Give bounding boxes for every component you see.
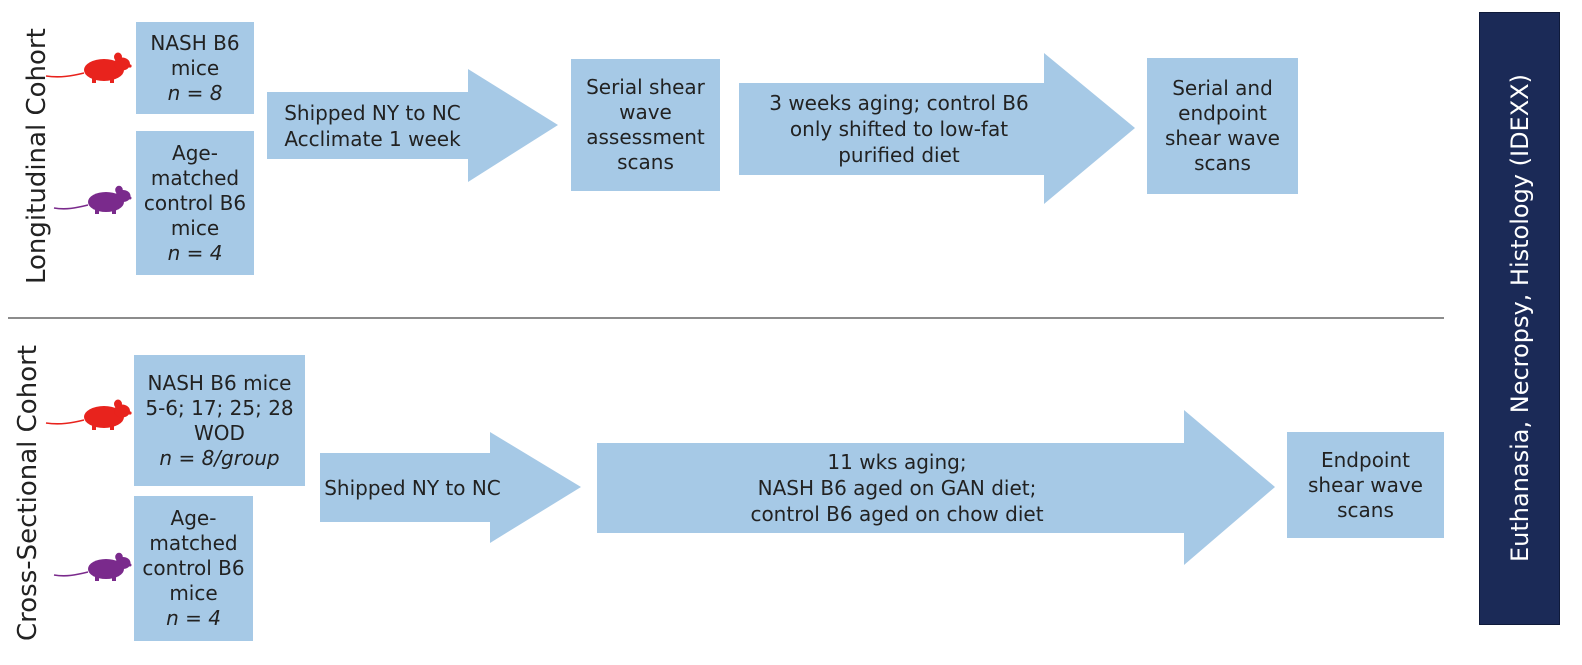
cross-end-line3: scans <box>1337 497 1394 522</box>
nash-mouse-icon <box>42 50 132 84</box>
euthanasia-panel-label: Euthanasia, Necropsy, Histology (IDEXX) <box>1506 74 1534 562</box>
scan-box-line3: assessment <box>586 125 705 149</box>
aging-arrow-line3: purified diet <box>838 143 960 167</box>
cross-nash-box: NASH B6 mice 5-6; 17; 25; 28 WOD n = 8/g… <box>134 355 305 486</box>
cross-control-line4: mice <box>169 581 218 605</box>
ship-arrow-line2: Acclimate 1 week <box>284 126 461 151</box>
end-box-line3: shear wave <box>1165 126 1280 150</box>
cross-aging-line1: 11 wks aging; <box>827 450 967 474</box>
scan-box-line2: wave <box>619 100 672 124</box>
ship-arrow-line1: Shipped NY to NC <box>284 100 461 125</box>
control-box-n: n = 4 <box>167 240 223 265</box>
cross-control-line3: control B6 <box>142 556 245 580</box>
longitudinal-ship-arrow: Shipped NY to NC Acclimate 1 week <box>267 69 558 182</box>
scan-box-line4: scans <box>617 150 674 174</box>
control-mouse-icon <box>52 184 132 214</box>
longitudinal-scan-box: Serial shear wave assessment scans <box>571 59 720 191</box>
cross-aging-arrow: 11 wks aging; NASH B6 aged on GAN diet; … <box>597 410 1275 565</box>
control-box-line2: matched <box>150 165 240 190</box>
longitudinal-aging-arrow: 3 weeks aging; control B6 only shifted t… <box>739 53 1135 204</box>
cross-control-line1: Age- <box>170 506 217 530</box>
cross-end-line1: Endpoint <box>1320 447 1410 472</box>
cross-nash-n: n = 8/group <box>159 445 280 470</box>
cross-control-line2: matched <box>149 531 238 555</box>
cross-nash-line3: WOD <box>194 420 245 445</box>
control-mouse-icon-2 <box>52 551 132 581</box>
cross-sectional-cohort-label: Cross-Sectional Cohort <box>13 345 43 642</box>
longitudinal-control-box: Age- matched control B6 mice n = 4 <box>136 131 254 275</box>
end-box-line1: Serial and <box>1172 76 1273 100</box>
cross-end-box: Endpoint shear wave scans <box>1287 432 1444 538</box>
longitudinal-end-box: Serial and endpoint shear wave scans <box>1147 58 1298 194</box>
cross-ship-line1: Shipped NY to NC <box>324 475 501 500</box>
cross-control-box: Age- matched control B6 mice n = 4 <box>134 496 253 641</box>
scan-box-line1: Serial shear <box>586 75 705 99</box>
cross-aging-line2: NASH B6 aged on GAN diet; <box>757 476 1037 500</box>
nash-box-n: n = 8 <box>167 80 223 105</box>
end-box-line4: scans <box>1194 151 1251 175</box>
end-box-line2: endpoint <box>1178 101 1267 125</box>
control-box-line1: Age- <box>172 140 218 165</box>
cross-aging-line3: control B6 aged on chow diet <box>750 502 1044 526</box>
cross-nash-line1: NASH B6 mice <box>147 370 292 395</box>
cross-ship-arrow: Shipped NY to NC <box>320 432 581 543</box>
nash-box-line1: NASH B6 <box>150 30 240 55</box>
cross-nash-line2: 5-6; 17; 25; 28 <box>145 395 294 420</box>
longitudinal-nash-box: NASH B6 mice n = 8 <box>136 22 254 114</box>
nash-box-line2: mice <box>170 55 220 80</box>
euthanasia-panel: Euthanasia, Necropsy, Histology (IDEXX) <box>1479 12 1560 625</box>
cohort-divider <box>8 317 1444 319</box>
control-box-line3: control B6 <box>143 190 247 215</box>
nash-mouse-icon-2 <box>42 397 132 431</box>
aging-arrow-line1: 3 weeks aging; control B6 <box>769 91 1029 115</box>
control-box-line4: mice <box>170 215 220 240</box>
aging-arrow-line2: only shifted to low-fat <box>789 117 1009 141</box>
cross-control-n: n = 4 <box>166 606 221 630</box>
cross-end-line2: shear wave <box>1308 472 1423 497</box>
